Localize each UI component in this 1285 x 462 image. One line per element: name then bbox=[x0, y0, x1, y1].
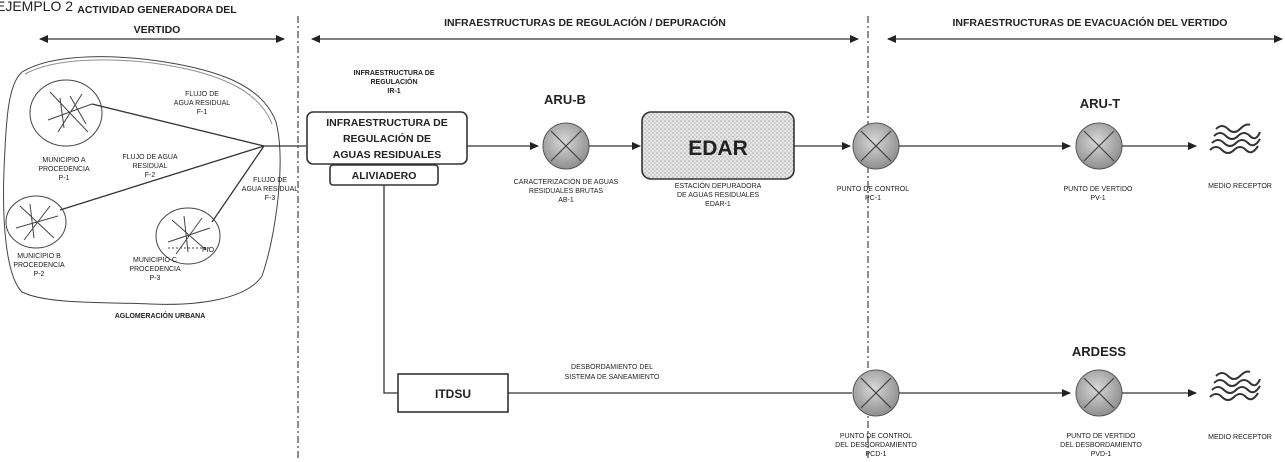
pc1-caption-line1: PUNTO DE CONTROL bbox=[837, 186, 909, 193]
regulacion-caption-line2: REGULACIÓN bbox=[370, 77, 417, 86]
section-actividad-line1: ACTIVIDAD GENERADORA DEL bbox=[77, 4, 237, 16]
itdsu-caption-line1: DESBORDAMIENTO DEL bbox=[571, 364, 653, 371]
pc1-node: PUNTO DE CONTROL PC-1 bbox=[837, 122, 909, 202]
municipio-a-line2: PROCEDENCIA bbox=[38, 166, 90, 173]
aru-t-cross bbox=[1083, 130, 1115, 162]
municipio-c-suffix: PIO bbox=[202, 247, 215, 254]
flujo-2-line1: FLUJO DE AGUA bbox=[122, 154, 178, 161]
municipio-a-circle bbox=[29, 79, 103, 147]
municipio-c-line3: P-3 bbox=[150, 275, 161, 282]
aru-t-node: ARU-T PUNTO DE VERTIDO PV-1 bbox=[1064, 96, 1134, 202]
flujo-2-line3: F-2 bbox=[145, 172, 156, 179]
flujo-3-line3: F-3 bbox=[265, 195, 276, 202]
medio-receptor-1-label: MEDIO RECEPTOR bbox=[1208, 183, 1272, 190]
ardess-caption-line1: PUNTO DE VERTIDO bbox=[1067, 433, 1137, 440]
aru-t-label: ARU-T bbox=[1080, 96, 1120, 111]
aru-b-caption-line1: CARACTERIZACIÓN DE AGUAS bbox=[514, 177, 619, 186]
municipio-b-circle bbox=[5, 195, 67, 249]
pcd1-node: PUNTO DE CONTROL DEL DESBORDAMIENTO PCD-… bbox=[835, 369, 917, 458]
ardess-node: ARDESS PUNTO DE VERTIDO DEL DESBORDAMIEN… bbox=[1060, 344, 1142, 458]
flujo-3-line1: FLUJO DE bbox=[253, 177, 287, 184]
municipio-c-line1: MUNICIPIO C bbox=[133, 257, 177, 264]
aglomeracion-outline-stroke2 bbox=[24, 59, 273, 125]
edar-caption-line1: ESTACIÓN DEPURADORA bbox=[675, 181, 762, 190]
section-evacuacion: INFRAESTRUCTURAS DE EVACUACIÓN DEL VERTI… bbox=[887, 16, 1283, 43]
diagram-title: EJEMPLO 2 bbox=[0, 0, 73, 14]
pcd1-caption-line1: PUNTO DE CONTROL bbox=[840, 433, 912, 440]
aru-b-node: ARU-B CARACTERIZACIÓN DE AGUAS RESIDUALE… bbox=[514, 92, 619, 204]
flujo-1-line2: AGUA RESIDUAL bbox=[174, 100, 231, 107]
aru-t-caption-line1: PUNTO DE VERTIDO bbox=[1064, 186, 1134, 193]
medio-receptor-2: MEDIO RECEPTOR bbox=[1208, 370, 1272, 441]
section-actividad: ACTIVIDAD GENERADORA DEL VERTIDO bbox=[39, 4, 285, 43]
flujo-1-line3: F-1 bbox=[197, 109, 208, 116]
municipio-b-line2: PROCEDENCIA bbox=[13, 262, 65, 269]
municipio-b-line1: MUNICIPIO B bbox=[17, 253, 61, 260]
edar-caption-line3: EDAR-1 bbox=[705, 201, 731, 208]
regulacion-box-line3: AGUAS RESIDUALES bbox=[333, 149, 442, 161]
municipio-b-line3: P-2 bbox=[34, 271, 45, 278]
aru-b-label: ARU-B bbox=[544, 92, 586, 107]
municipio-c-scribble bbox=[167, 215, 211, 255]
ardess-caption-line3: PVD-1 bbox=[1091, 451, 1112, 458]
aliviadero-branch-line bbox=[383, 185, 398, 394]
itdsu-node: ITDSU DESBORDAMIENTO DEL SISTEMA DE SANE… bbox=[397, 364, 660, 413]
municipio-c-line2: PROCEDENCIA bbox=[129, 266, 181, 273]
aglomeracion-urbana: MUNICIPIO A PROCEDENCIA P-1 MUNICIPIO B … bbox=[3, 56, 299, 320]
itdsu-box bbox=[397, 373, 509, 413]
regulacion-box-line1: INFRAESTRUCTURA DE bbox=[326, 117, 448, 129]
medio-receptor-2-label: MEDIO RECEPTOR bbox=[1208, 434, 1272, 441]
itdsu-caption-line2: SISTEMA DE SANEAMIENTO bbox=[565, 374, 660, 381]
aru-t-caption-line2: PV-1 bbox=[1090, 195, 1105, 202]
ardess-cross bbox=[1083, 377, 1115, 409]
regulacion-group: INFRAESTRUCTURA DE REGULACIÓN IR-1 INFRA… bbox=[306, 70, 468, 186]
municipio-a-line1: MUNICIPIO A bbox=[42, 157, 86, 164]
aru-b-caption-line3: AB-1 bbox=[558, 197, 574, 204]
ardess-caption-line2: DEL DESBORDAMIENTO bbox=[1060, 442, 1142, 449]
water-waves-icon bbox=[1209, 370, 1261, 401]
water-waves-icon bbox=[1209, 123, 1261, 154]
pcd1-caption-line3: PCD-1 bbox=[865, 451, 886, 458]
flujo-2-line2: RESIDUAL bbox=[132, 163, 167, 170]
flujo-3-line bbox=[211, 145, 265, 223]
municipio-a-scribble bbox=[47, 91, 93, 133]
section-actividad-line2: VERTIDO bbox=[134, 24, 181, 36]
aru-b-cross bbox=[550, 130, 582, 162]
pcd1-caption-line2: DEL DESBORDAMIENTO bbox=[835, 442, 917, 449]
section-evacuacion-label: INFRAESTRUCTURAS DE EVACUACIÓN DEL VERTI… bbox=[953, 16, 1228, 29]
edar-caption-line2: DE AGUAS RESIDUALES bbox=[677, 192, 759, 199]
aglomeracion-outline bbox=[3, 56, 281, 305]
aglomeracion-label: AGLOMERACIÓN URBANA bbox=[115, 311, 206, 320]
edar-label: EDAR bbox=[688, 137, 748, 160]
aliviadero-label: ALIVIADERO bbox=[352, 170, 417, 182]
medio-receptor-1: MEDIO RECEPTOR bbox=[1208, 123, 1272, 190]
aru-b-caption-line2: RESIDUALES BRUTAS bbox=[529, 188, 603, 195]
section-regulacion-label: INFRAESTRUCTURAS DE REGULACIÓN / DEPURAC… bbox=[444, 16, 726, 29]
edar-node: EDAR ESTACIÓN DEPURADORA DE AGUAS RESIDU… bbox=[641, 111, 795, 208]
municipio-c-circle bbox=[155, 207, 221, 265]
regulacion-box-line2: REGULACIÓN DE bbox=[343, 132, 431, 145]
regulacion-caption-line1: INFRAESTRUCTURA DE bbox=[353, 70, 434, 77]
pc1-caption-line2: PC-1 bbox=[865, 195, 881, 202]
flujo-1-line1: FLUJO DE bbox=[185, 91, 219, 98]
regulacion-caption-line3: IR-1 bbox=[387, 88, 400, 95]
section-regulacion: INFRAESTRUCTURAS DE REGULACIÓN / DEPURAC… bbox=[311, 16, 859, 43]
municipio-b-scribble bbox=[15, 203, 59, 241]
municipio-a-line3: P-1 bbox=[59, 175, 70, 182]
itdsu-label: ITDSU bbox=[435, 387, 471, 401]
ardess-label: ARDESS bbox=[1072, 344, 1127, 359]
regulacion-box bbox=[306, 111, 468, 165]
flujo-3-line2: AGUA RESIDUAL bbox=[242, 186, 299, 193]
flujo-1-line bbox=[91, 103, 265, 147]
pcd1-cross bbox=[860, 377, 892, 409]
pc1-cross bbox=[860, 130, 892, 162]
flujo-2-line bbox=[59, 145, 265, 211]
